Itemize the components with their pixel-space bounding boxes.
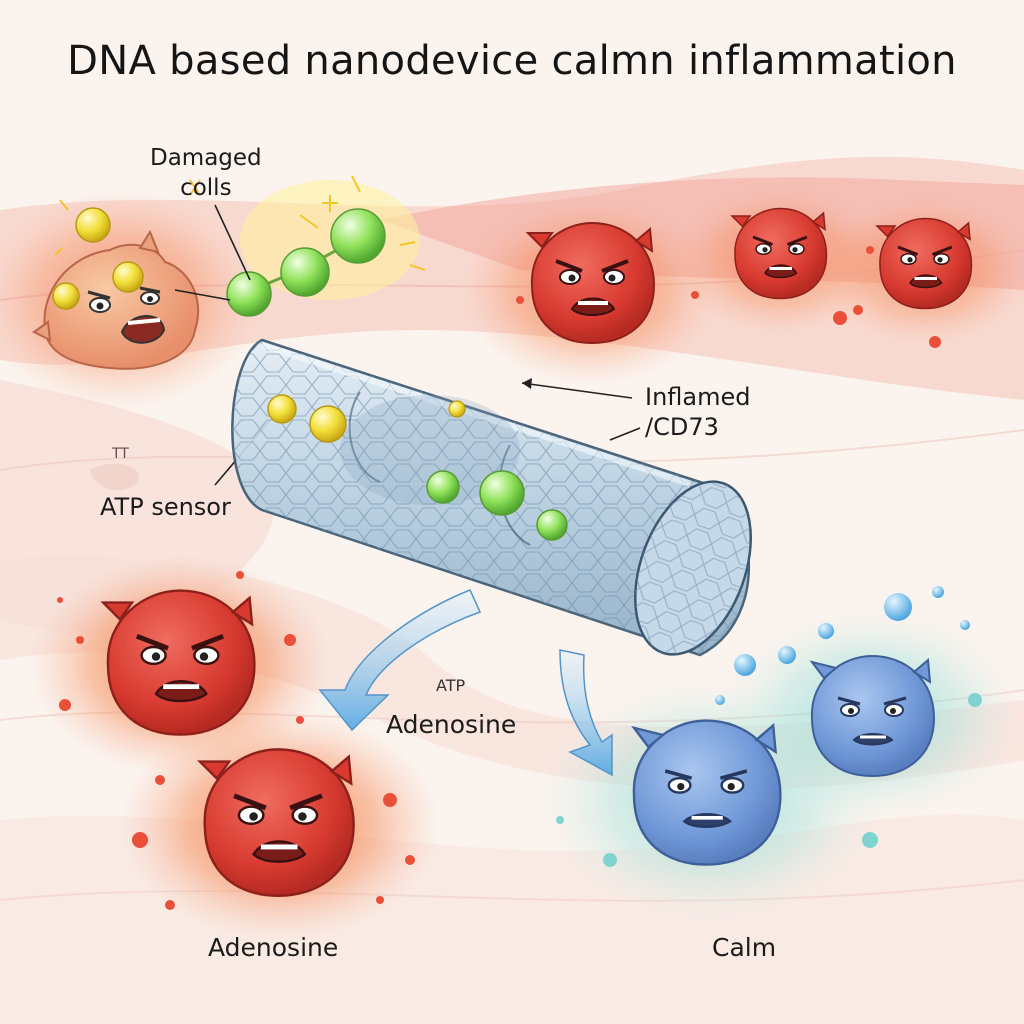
blue-bubbles — [556, 586, 982, 867]
page-title: DNA based nanodevice calmn inflammation — [67, 38, 957, 84]
damaged-cells-label-line2: colls — [180, 175, 232, 201]
angry-cell-icon — [730, 207, 828, 300]
adenosine-bottom-label: Adenosine — [208, 933, 339, 962]
damaged-cells-label-line1: Damaged — [150, 145, 262, 171]
calm-cell-icon — [631, 719, 782, 866]
angry-cell-icon — [525, 221, 656, 345]
adenosine-molecules-top — [226, 208, 386, 317]
flow-arrow-icon — [559, 649, 613, 777]
angry-cell-icon — [100, 589, 256, 736]
pointer-arrowhead-icon — [522, 378, 532, 389]
calm-cell-icon — [809, 654, 936, 778]
calm-label: Calm — [712, 933, 777, 962]
red-droplets — [57, 246, 941, 910]
adenosine-molecule-icon — [426, 470, 568, 541]
inflamed-label-line2: /CD73 — [645, 413, 719, 441]
flow-arrow-icon — [318, 589, 482, 732]
atp-molecule-icon — [267, 394, 466, 443]
inflamed-cd73-label: Inflamed /CD73 — [645, 382, 751, 442]
damaged-cells-label: Damaged colls — [150, 143, 262, 203]
damaged-cell-icon — [32, 229, 200, 370]
sparkles — [54, 175, 426, 271]
atp-molecules-top — [52, 207, 144, 310]
atp-sensor-label: ATP sensor — [100, 493, 231, 521]
inflamed-label-line1: Inflamed — [645, 383, 751, 411]
angry-cell-icon — [875, 217, 973, 310]
atp-small-label: ATP — [436, 676, 466, 695]
angry-cell-icon — [196, 748, 355, 897]
adenosine-center-label: Adenosine — [386, 710, 517, 739]
tissue-marker-label: TT — [112, 446, 129, 462]
